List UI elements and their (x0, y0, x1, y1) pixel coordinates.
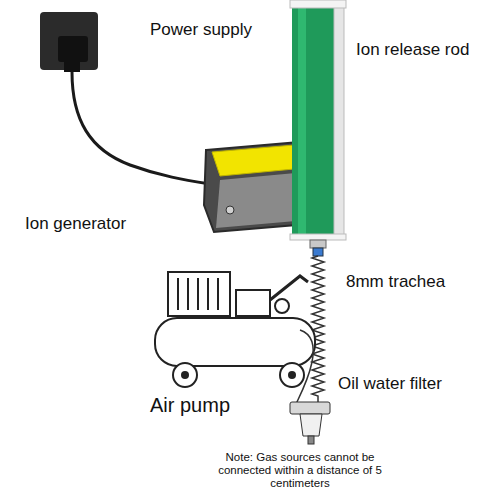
motor-block (168, 272, 230, 316)
note-text: Note: Gas sources cannot be connected wi… (205, 451, 395, 491)
pump-handle (270, 276, 308, 300)
part-label: Ion release rod (356, 40, 469, 60)
part-label: Ion generator (25, 214, 126, 234)
fitting (310, 240, 326, 248)
fitting-collar (313, 248, 323, 256)
rod-rail (334, 0, 344, 238)
wheel (173, 363, 197, 387)
filter-drain (308, 436, 314, 444)
air-tank (155, 318, 315, 366)
pressure-gauge (275, 299, 289, 313)
part-label: Oil water filter (338, 374, 442, 394)
air-hose (296, 330, 313, 404)
power-cable (72, 72, 210, 184)
part-label: 8mm trachea (346, 272, 445, 292)
rod-highlight (298, 0, 306, 238)
wheel (280, 363, 304, 387)
coiled-tube (312, 256, 324, 404)
rod-cap (290, 0, 346, 8)
part-label: Air pump (150, 394, 230, 417)
wall-socket (40, 12, 98, 70)
input-terminal (226, 206, 234, 214)
ion-rod (292, 0, 338, 238)
plug-neck (64, 62, 80, 72)
rod-end (290, 234, 346, 240)
plug (58, 36, 88, 62)
filter-bowl (300, 414, 322, 436)
filter-head (290, 402, 330, 414)
wheel-hub (181, 371, 189, 379)
motor-fins (178, 278, 218, 310)
part-label: Power supply (150, 20, 252, 40)
wheel-hub (288, 371, 296, 379)
pump-head (236, 290, 270, 316)
